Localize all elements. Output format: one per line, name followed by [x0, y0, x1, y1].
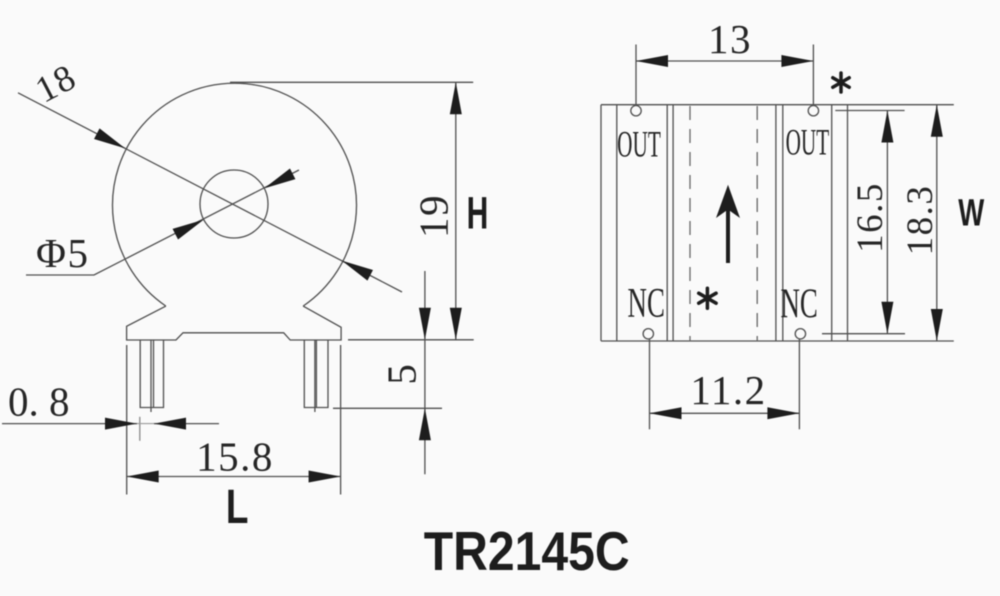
svg-text:H: H — [467, 189, 489, 240]
svg-text:OUT: OUT — [617, 125, 661, 165]
svg-text:5: 5 — [378, 363, 424, 385]
svg-text:Φ5: Φ5 — [36, 230, 89, 276]
svg-text:16.5: 16.5 — [850, 182, 891, 253]
svg-text:W: W — [958, 192, 985, 234]
svg-text:15.8: 15.8 — [196, 434, 274, 480]
svg-text:13: 13 — [708, 16, 752, 62]
svg-text:0. 8: 0. 8 — [8, 379, 70, 425]
svg-text:NC: NC — [628, 280, 665, 326]
svg-text:OUT: OUT — [786, 123, 830, 163]
svg-text:L: L — [226, 480, 249, 534]
svg-text:TR2145C: TR2145C — [424, 520, 630, 582]
svg-text:NC: NC — [781, 281, 818, 327]
svg-text:18.3: 18.3 — [900, 185, 941, 256]
svg-text:19: 19 — [410, 194, 456, 238]
svg-text:11.2: 11.2 — [690, 367, 766, 413]
